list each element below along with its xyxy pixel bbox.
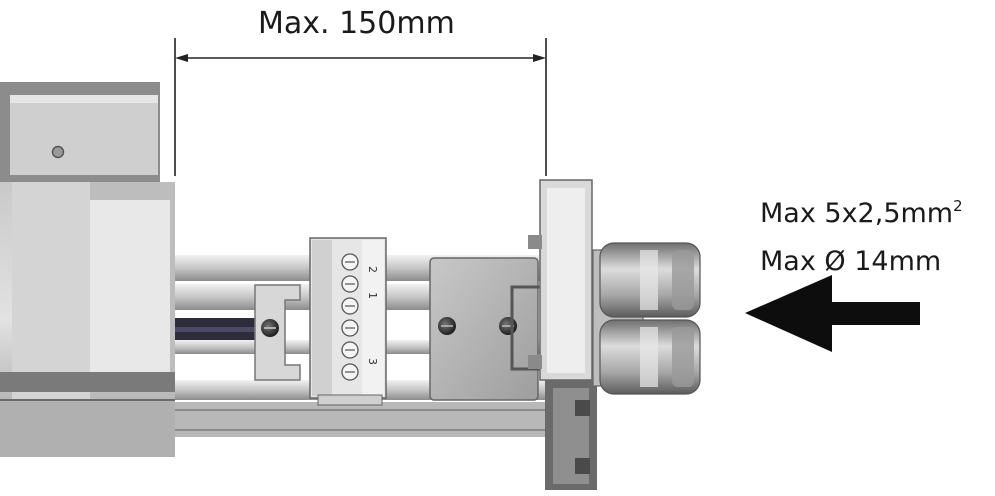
terminal-number-3: 3 (366, 358, 379, 365)
terminal-bracket (254, 284, 301, 381)
cable-entry-arrow (745, 275, 920, 352)
mounting-plate (429, 257, 546, 401)
cable-glands (599, 242, 701, 395)
dimension-arrow-right (533, 54, 546, 62)
dimension-label: Max. 150mm (258, 6, 455, 41)
terminal-block: 2 1 3 (309, 237, 387, 406)
cable-cross-section-label: Max 5x2,5mm2 (760, 198, 963, 229)
dimension-arrow-left (175, 54, 188, 62)
cable-diameter-label: Max Ø 14mm (760, 246, 942, 277)
dimension-line (174, 38, 547, 176)
actuator-housing (0, 82, 175, 457)
cable-cross-section-superscript: 2 (953, 196, 963, 215)
cable-cross-section-text: Max 5x2,5mm (760, 198, 954, 229)
terminal-number-2: 2 (366, 266, 379, 273)
terminal-number-1: 1 (366, 292, 379, 299)
